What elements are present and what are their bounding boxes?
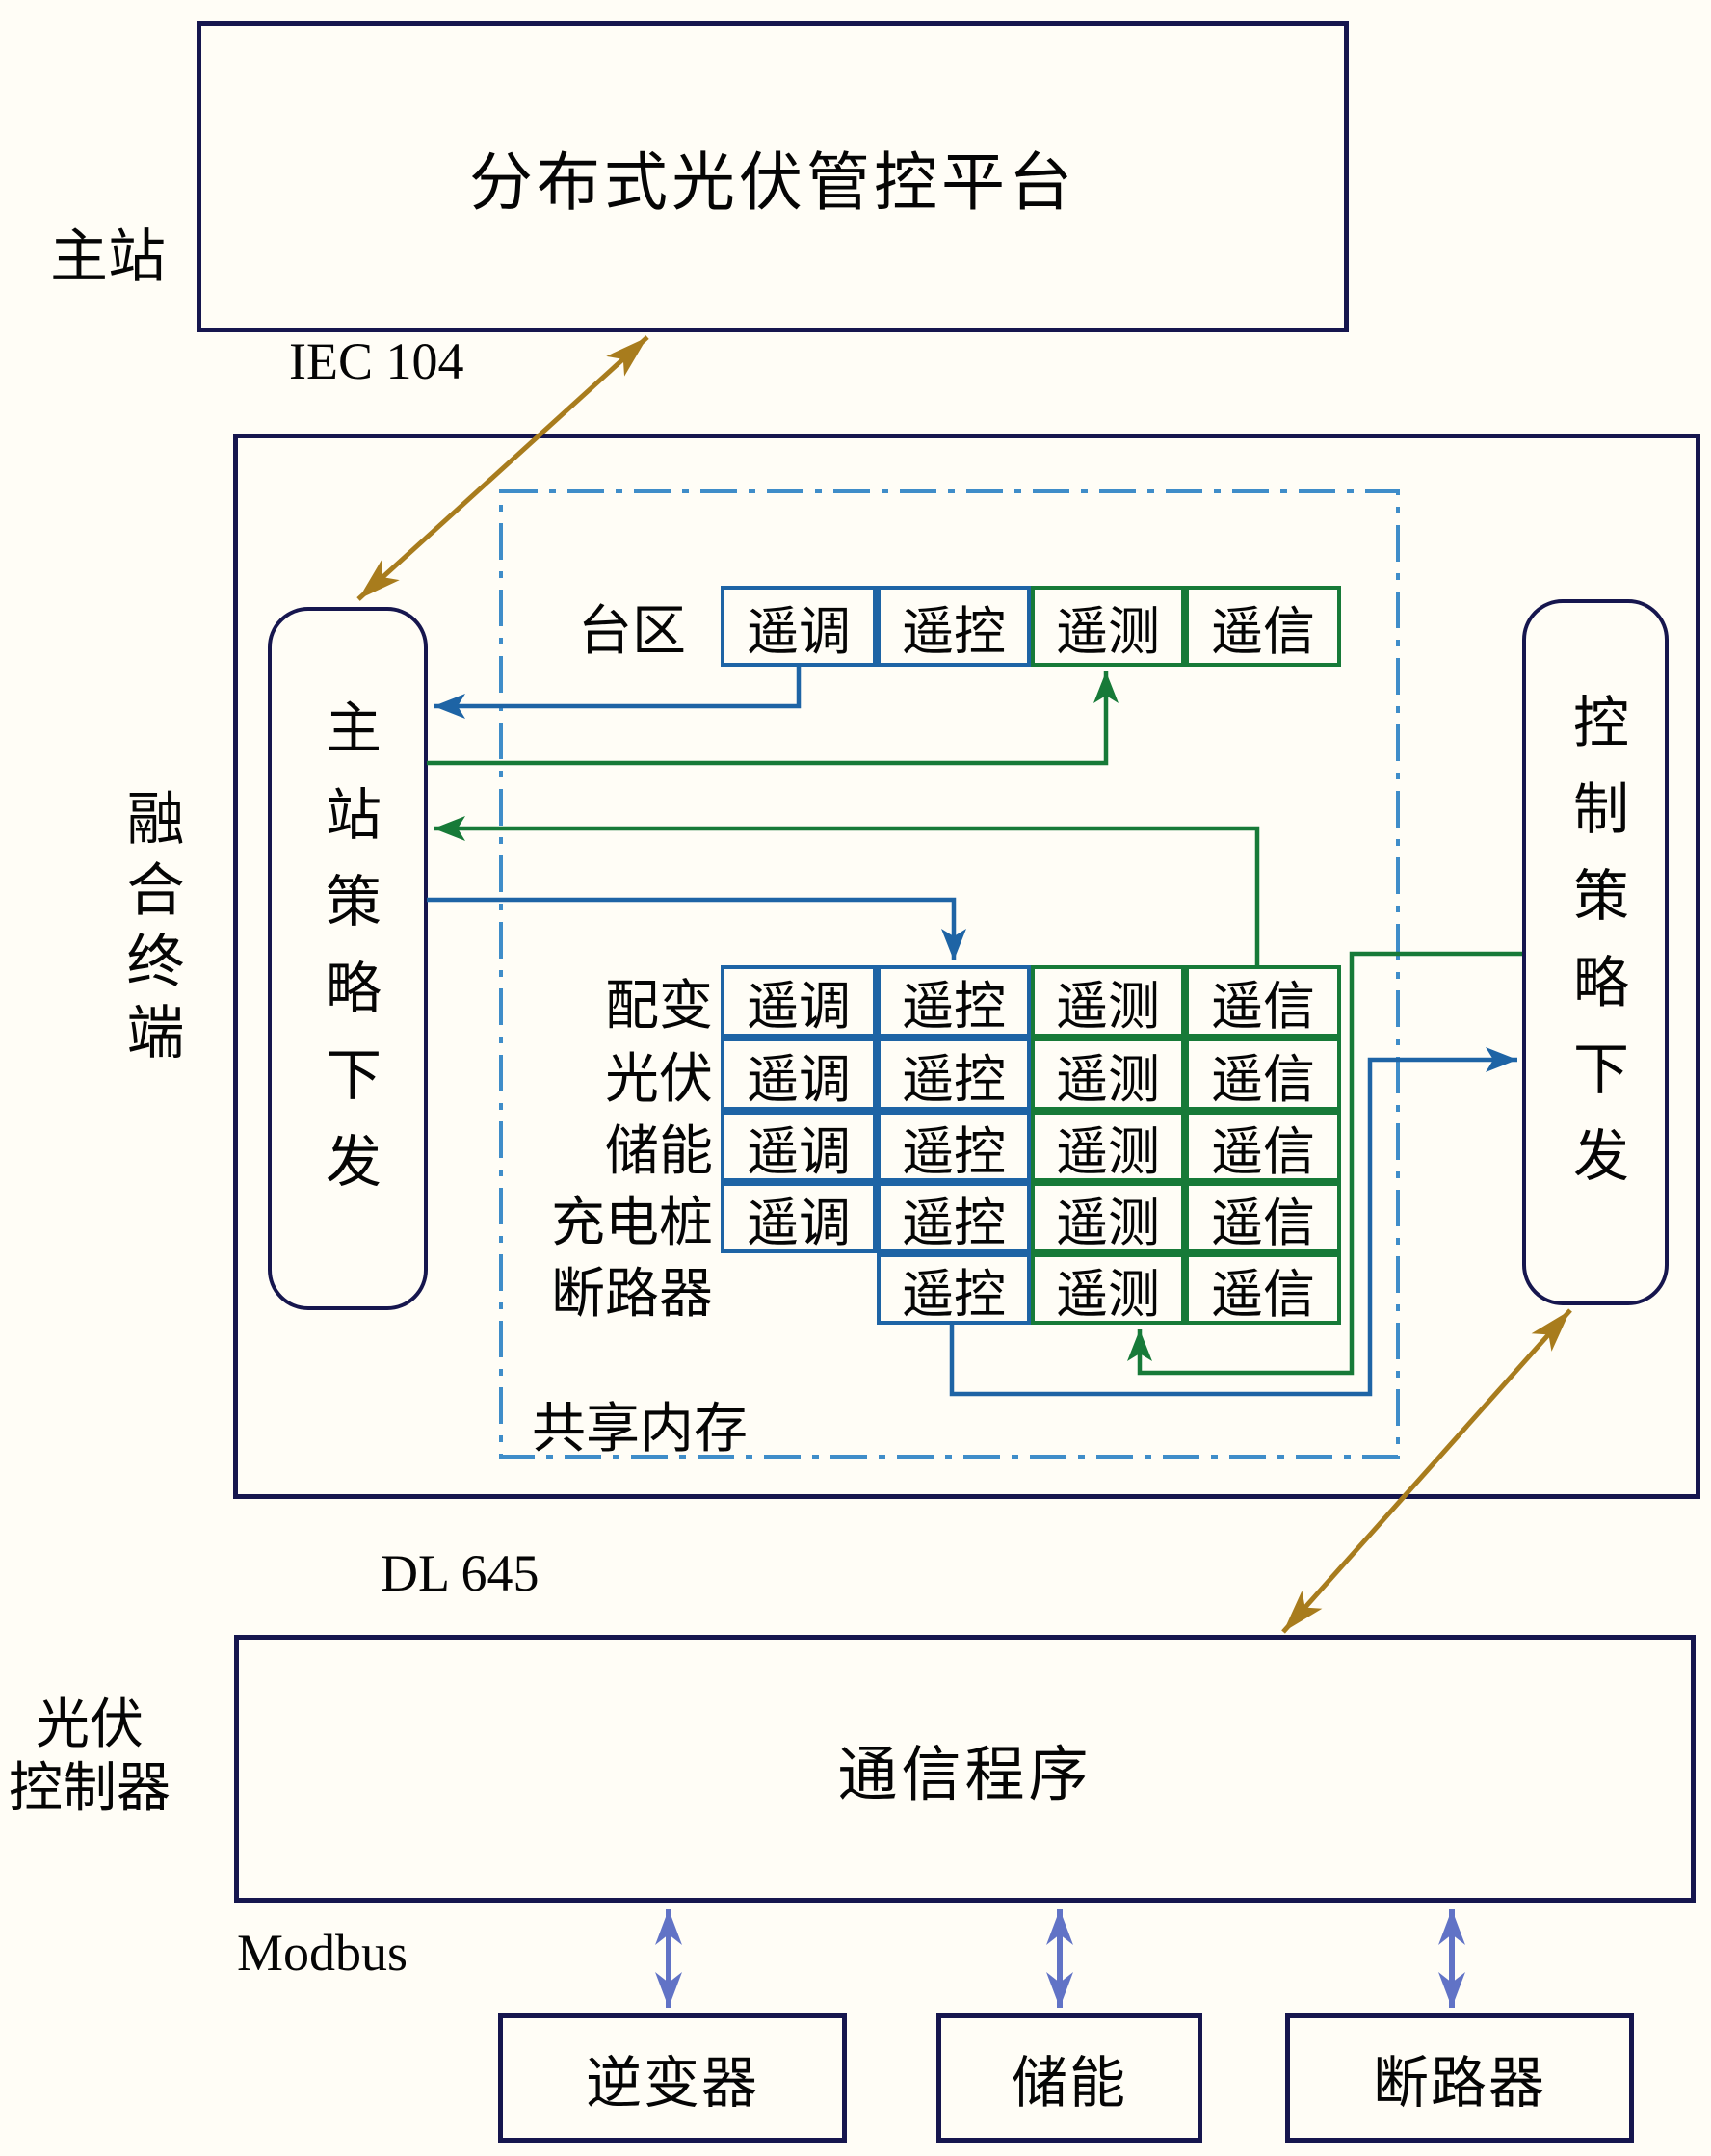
duanluqi-cell-yk: 遥控: [877, 1253, 1031, 1325]
platform-box: 分布式光伏管控平台: [197, 21, 1349, 332]
shared-memory-label: 共享内存: [532, 1400, 748, 1459]
row-label-chuneng: 储能: [605, 1121, 713, 1182]
master-station-label: 主站: [50, 225, 166, 289]
comm-program-label: 通信程序: [837, 1743, 1092, 1808]
taiqu-cell-yk: 遥控: [877, 586, 1031, 667]
chuneng-cell-yk: 遥控: [877, 1111, 1031, 1182]
row-label-guangfu: 光伏: [605, 1049, 713, 1110]
guangfu-cell-yt: 遥调: [721, 1038, 877, 1111]
breaker-box: 断路器: [1285, 2013, 1634, 2143]
master-strategy-box: 主站策略下发: [268, 607, 428, 1310]
chuneng-cell-yx: 遥信: [1185, 1111, 1341, 1182]
duanluqi-cell-yc: 遥测: [1031, 1253, 1185, 1325]
peibian-cell-yx: 遥信: [1185, 965, 1341, 1038]
peibian-cell-yt: 遥调: [721, 965, 877, 1038]
taiqu-cell-yx: 遥信: [1185, 586, 1341, 667]
chongdianzhuang-cell-yk: 遥控: [877, 1182, 1031, 1253]
guangfu-cell-yc: 遥测: [1031, 1038, 1185, 1111]
pv-controller-label: 光伏 控制器: [8, 1694, 171, 1821]
chuneng-cell-yt: 遥调: [721, 1111, 877, 1182]
fusion-terminal-box: [233, 434, 1700, 1499]
chongdianzhuang-cell-yc: 遥测: [1031, 1182, 1185, 1253]
chongdianzhuang-cell-yx: 遥信: [1185, 1182, 1341, 1253]
master-strategy-label: 主站策略下发: [317, 698, 380, 1219]
dl645-label: DL 645: [381, 1544, 540, 1602]
breaker-label: 断路器: [1372, 2052, 1546, 2115]
row-label-chongdianzhuang: 充电桩: [551, 1193, 713, 1253]
modbus-label: Modbus: [237, 1924, 408, 1982]
guangfu-cell-yk: 遥控: [877, 1038, 1031, 1111]
pv-controller-label-line2: 控制器: [9, 1759, 171, 1819]
peibian-cell-yk: 遥控: [877, 965, 1031, 1038]
row-label-peibian: 配变: [605, 977, 713, 1037]
row-label-duanluqi: 断路器: [551, 1264, 713, 1325]
peibian-cell-yc: 遥测: [1031, 965, 1185, 1038]
storage-label: 储能: [1011, 2052, 1127, 2115]
control-strategy-label: 控制策略下发: [1565, 692, 1627, 1213]
chongdianzhuang-cell-yt: 遥调: [721, 1182, 877, 1253]
duanluqi-cell-yx: 遥信: [1185, 1253, 1341, 1325]
control-strategy-box: 控制策略下发: [1522, 599, 1669, 1305]
fusion-terminal-label: 融合终端: [118, 788, 182, 1073]
platform-title: 分布式光伏管控平台: [469, 147, 1076, 219]
chuneng-cell-yc: 遥测: [1031, 1111, 1185, 1182]
taiqu-cell-yc: 遥测: [1031, 586, 1185, 667]
taiqu-row-label: 台区: [578, 601, 686, 662]
comm-program-box: 通信程序: [234, 1635, 1696, 1903]
storage-box: 储能: [936, 2013, 1202, 2143]
taiqu-cell-yt: 遥调: [721, 586, 877, 667]
iec104-label: IEC 104: [289, 332, 464, 390]
inverter-box: 逆变器: [498, 2013, 847, 2143]
pv-controller-label-line1: 光伏: [36, 1696, 144, 1755]
guangfu-cell-yx: 遥信: [1185, 1038, 1341, 1111]
inverter-label: 逆变器: [585, 2052, 759, 2115]
